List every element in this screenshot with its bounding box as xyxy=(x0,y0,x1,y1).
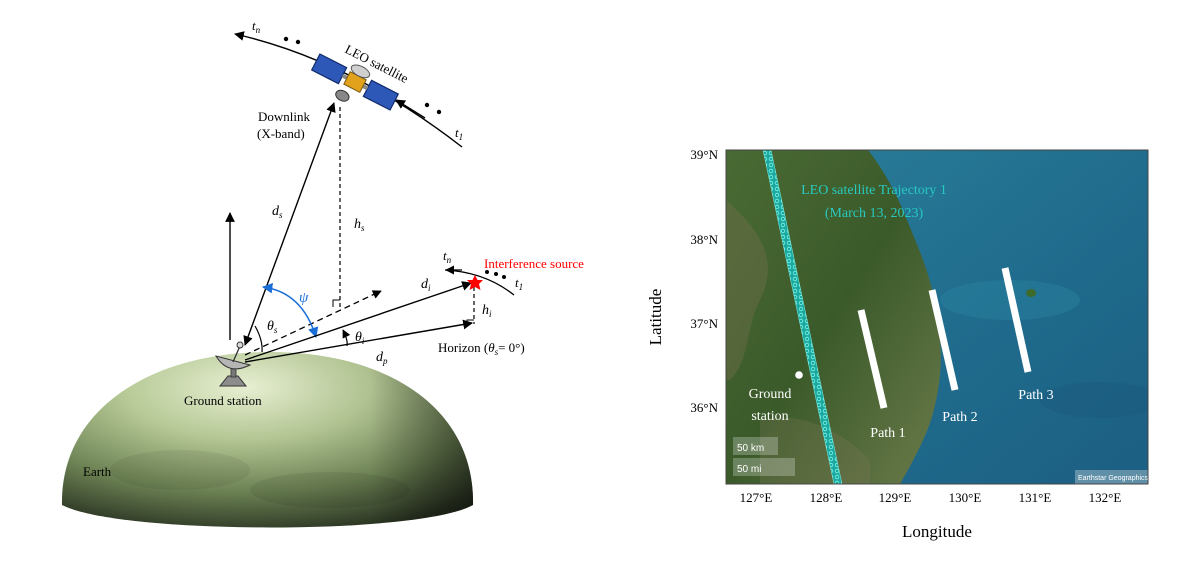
theta-i-label: θi xyxy=(355,330,365,346)
satellite-icon xyxy=(310,53,400,111)
y-tick-39: 39°N xyxy=(690,147,718,162)
scale-mi-box xyxy=(733,458,795,476)
di-label: di xyxy=(421,277,431,293)
downlink-label-line1: Downlink xyxy=(258,109,311,124)
trajectory-label-line1: LEO satellite Trajectory 1 xyxy=(801,183,947,198)
interference-line xyxy=(244,281,472,361)
downlink-label-line2: (X-band) xyxy=(257,126,305,141)
path-2-line xyxy=(928,289,959,391)
path-2-label: Path 2 xyxy=(942,410,977,425)
interference-source-label: Interference source xyxy=(484,256,584,271)
ground-station-label: Ground station xyxy=(184,393,262,408)
path-3-label: Path 3 xyxy=(1018,388,1053,403)
horizon-label: Horizon (θs= 0°) xyxy=(438,340,525,357)
attribution-label: Earthstar Geographics xyxy=(1078,475,1149,482)
x-tick-130: 130°E xyxy=(949,490,982,505)
ulleungdo-island xyxy=(1026,289,1036,297)
x-tick-132: 132°E xyxy=(1089,490,1122,505)
x-tick-131: 131°E xyxy=(1019,490,1052,505)
map-frame xyxy=(725,149,1149,485)
hs-right-angle xyxy=(332,299,340,307)
hi-label: hi xyxy=(482,303,492,319)
trajectory-label-line2: (March 13, 2023) xyxy=(825,206,924,221)
interference-dots xyxy=(485,270,506,279)
ground-station-dot xyxy=(795,371,803,379)
scale-km-label: 50 km xyxy=(737,443,764,454)
time-label-tn: tn xyxy=(252,18,261,35)
ds-label: ds xyxy=(272,204,283,220)
orbit-direction-arrow xyxy=(395,99,426,119)
horizon-line xyxy=(244,319,473,363)
psi-label: ψ xyxy=(299,290,309,306)
path-1-line xyxy=(857,309,888,409)
earth-label: Earth xyxy=(83,464,112,479)
projection-dashed-line xyxy=(244,290,382,356)
x-tick-127: 127°E xyxy=(740,490,773,505)
theta-s-label: θs xyxy=(267,319,278,335)
scale-mi-label: 50 mi xyxy=(737,464,761,475)
x-axis-label: Longitude xyxy=(902,522,972,541)
right-map: 50 km 50 mi Earthstar Geographics LEO sa… xyxy=(646,147,1149,541)
interference-time-tn: tn xyxy=(443,248,452,265)
path-3-line xyxy=(1001,267,1032,373)
interference-source-icon xyxy=(467,275,483,290)
y-axis-label: Latitude xyxy=(646,289,665,346)
y-tick-37: 37°N xyxy=(690,316,718,331)
theta-s-arc xyxy=(254,325,263,353)
hs-label: hs xyxy=(354,217,365,233)
orbit-dots-end xyxy=(424,102,442,115)
left-diagram: Earth tn t1 LEO satellite Downlink (X-ba… xyxy=(61,18,584,528)
map-land xyxy=(726,150,941,484)
path-1-label: Path 1 xyxy=(870,426,905,441)
y-tick-38: 38°N xyxy=(690,232,718,247)
x-axis-ticks: 127°E 128°E 129°E 130°E 131°E 132°E xyxy=(740,490,1122,505)
y-axis-ticks: 39°N 38°N 37°N 36°N xyxy=(690,147,718,415)
hi-right-angle xyxy=(466,319,474,327)
x-tick-129: 129°E xyxy=(879,490,912,505)
earth-dome xyxy=(61,352,474,528)
x-tick-128: 128°E xyxy=(810,490,843,505)
theta-i-arc xyxy=(342,329,351,347)
attribution-box xyxy=(1075,470,1148,484)
ground-station-map-label-line2: station xyxy=(751,409,788,424)
interference-time-t1: t1 xyxy=(515,275,523,292)
satellite-trajectory xyxy=(762,150,843,484)
scale-km-box xyxy=(733,437,778,455)
time-label-t1: t1 xyxy=(455,125,463,142)
ground-station-icon xyxy=(214,341,252,387)
y-tick-36: 36°N xyxy=(690,400,718,415)
dp-label: dp xyxy=(376,350,388,366)
orbit-dots-start xyxy=(283,36,301,45)
ground-station-map-label-line1: Ground xyxy=(749,387,792,402)
map-image: 50 km 50 mi Earthstar Geographics xyxy=(726,150,1149,484)
psi-arc xyxy=(261,282,319,339)
downlink-line xyxy=(243,102,336,346)
